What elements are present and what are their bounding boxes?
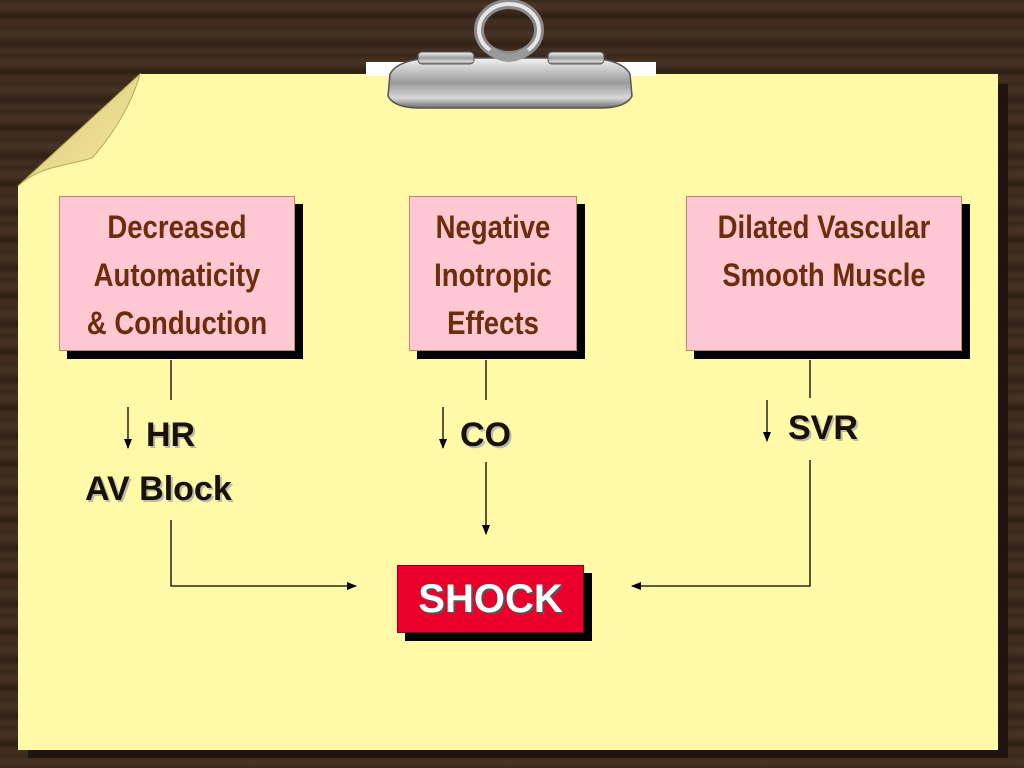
box-line: Smooth Muscle [722, 257, 926, 293]
label-hr: HR [146, 416, 196, 454]
binder-clip-icon [387, 0, 633, 109]
box-line: & Conduction [86, 305, 268, 341]
box-decreased-automaticity: Decreased Automaticity & Conduction [59, 196, 295, 351]
box-negative-inotropic: Negative Inotropic Effects [409, 196, 577, 351]
box-line: Inotropic [434, 257, 552, 293]
box-line: Effects [447, 305, 539, 341]
box-line: Automaticity [93, 257, 261, 293]
arrow-av-block-to-shock [170, 520, 357, 590]
box-line: Negative [435, 209, 551, 245]
label-svr: SVR [788, 409, 858, 447]
box-line: Dilated Vascular [717, 209, 931, 245]
page-curl [17, 72, 141, 187]
box-dilated-vascular: Dilated Vascular Smooth Muscle [686, 196, 962, 351]
label-co: CO [460, 416, 511, 454]
arrow-svr-to-shock [631, 460, 811, 590]
shock-box: SHOCK [397, 565, 584, 633]
label-av-block: AV Block [85, 470, 232, 508]
box-line: Decreased [107, 209, 247, 245]
